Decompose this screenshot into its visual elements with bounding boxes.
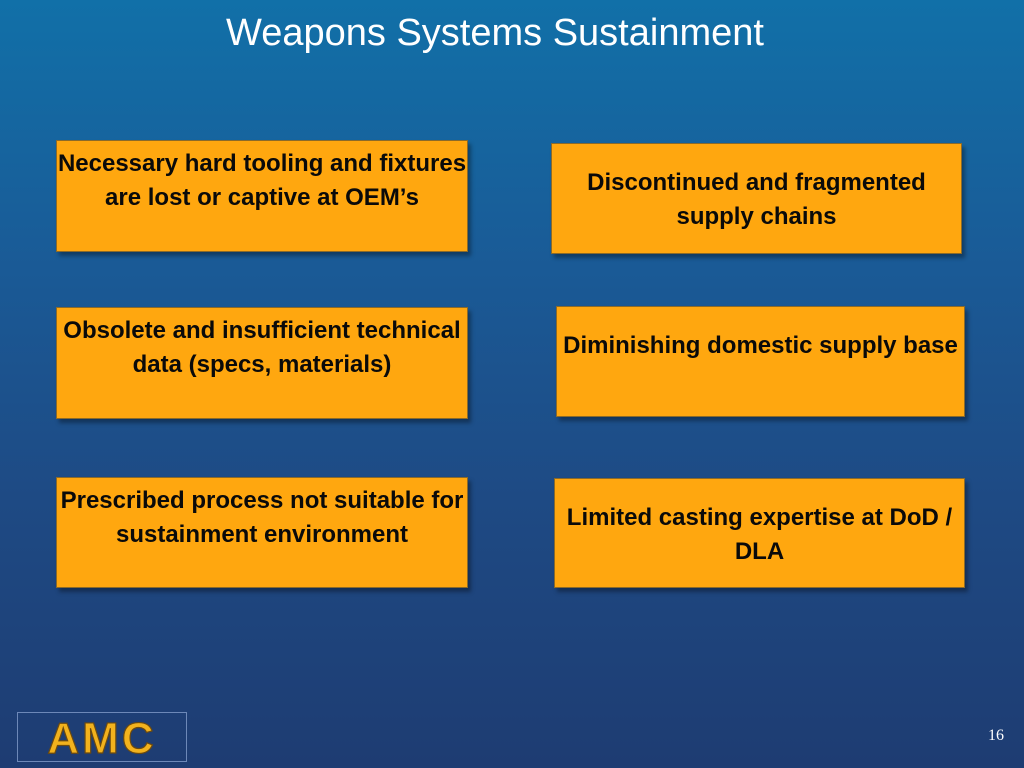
logo-text: AMC	[47, 714, 156, 760]
issue-box-technical-data: Obsolete and insufficient technical data…	[56, 307, 468, 419]
issue-box-text: Necessary hard tooling and fixtures are …	[57, 150, 467, 211]
issue-box-domestic-supply: Diminishing domestic supply base	[556, 306, 965, 417]
slide-title: Weapons Systems Sustainment	[226, 12, 764, 54]
issue-box-supply-chains: Discontinued and fragmented supply chain…	[551, 143, 962, 254]
page-number: 16	[988, 727, 1004, 744]
issue-box-text: Obsolete and insufficient technical data…	[63, 317, 461, 378]
issue-box-text: Prescribed process not suitable for sust…	[60, 487, 464, 548]
issue-box-text: Limited casting expertise at DoD / DLA	[566, 504, 953, 565]
issue-box-tooling: Necessary hard tooling and fixtures are …	[56, 140, 468, 252]
issue-box-prescribed-process: Prescribed process not suitable for sust…	[56, 477, 468, 588]
issue-box-casting-expertise: Limited casting expertise at DoD / DLA	[554, 478, 965, 588]
amc-logo-icon: AMC	[17, 712, 187, 762]
issue-box-text: Diminishing domestic supply base	[563, 332, 958, 359]
issue-box-text: Discontinued and fragmented supply chain…	[587, 169, 926, 230]
amc-logo-svg: AMC	[47, 714, 156, 760]
